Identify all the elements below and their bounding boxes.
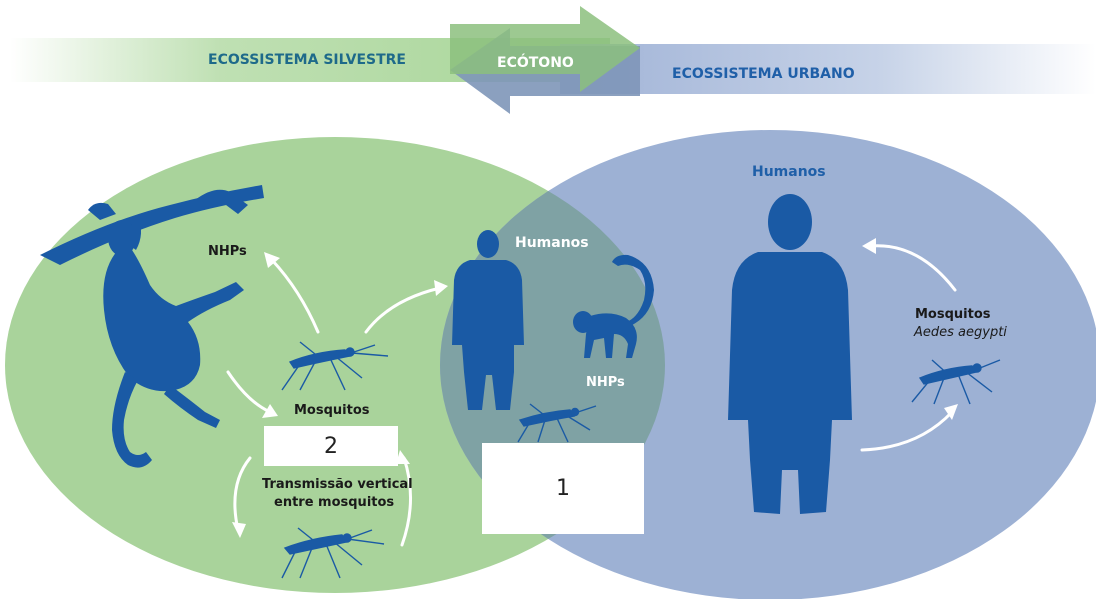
number-box-1: 1 [482,443,644,534]
vertical-transmission-label-line1: Transmissão vertical [262,477,413,492]
urban-band [560,44,1096,94]
number-box-1-value: 1 [556,476,570,501]
nhps-ecotone-label: NHPs [586,375,625,390]
mosquitos-urban-label: Mosquitos [915,307,991,322]
person-small-icon [452,230,524,410]
nhps-sylvatic-label: NHPs [208,244,247,259]
mosquito-icon [911,359,1001,405]
mosquito-icon [281,341,389,391]
right-arrow [450,6,640,92]
cycle-arrows [226,244,957,547]
number-box-2: 2 [264,426,398,466]
arrowheads [232,238,958,538]
urban-label: ECOSSISTEMA URBANO [672,66,855,82]
ecotone-label: ECÓTONO [497,53,574,71]
monkey-small-icon [573,254,654,358]
person-large-icon [728,194,852,514]
mosquito-icon [517,403,597,443]
aedes-aegypti-label: Aedes aegypti [913,325,1007,340]
humanos-urban-label: Humanos [752,164,826,180]
sylvatic-label: ECOSSISTEMA SILVESTRE [208,52,406,68]
vertical-transmission-label-line2: entre mosquitos [274,495,394,510]
number-box-2-value: 2 [324,433,338,459]
humanos-ecotone-label: Humanos [515,235,589,251]
mosquitos-sylvatic-label: Mosquitos [294,403,370,418]
monkey-icon [40,185,264,468]
mosquito-icon [281,527,385,579]
